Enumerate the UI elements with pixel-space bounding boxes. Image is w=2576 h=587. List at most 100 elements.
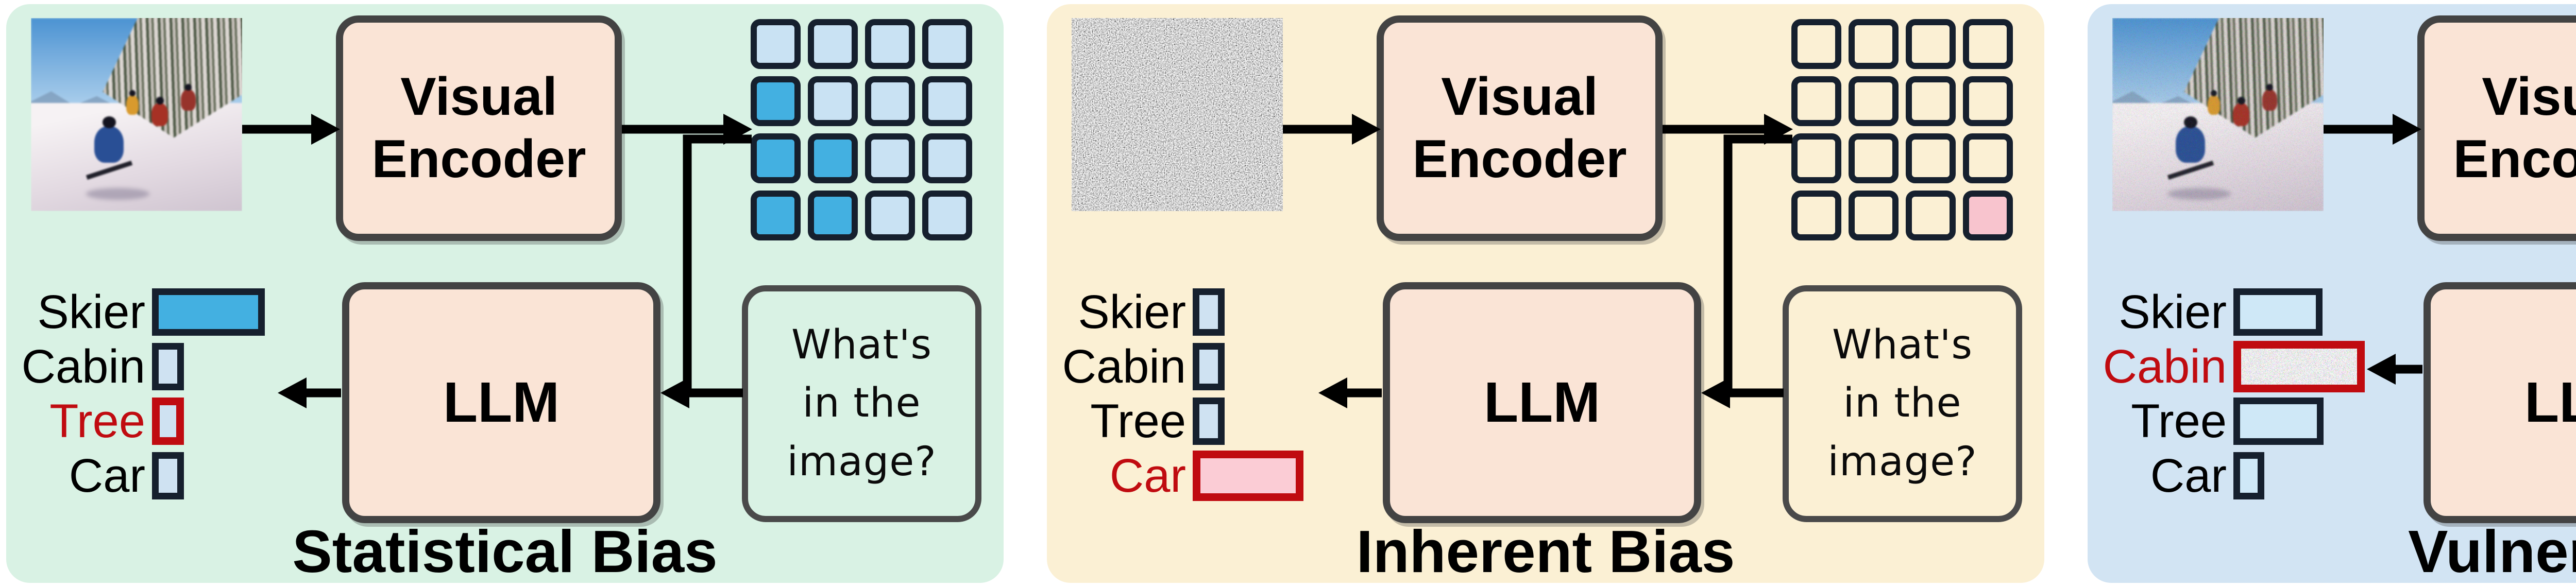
visual-encoder-label-line2: Encoder (2453, 129, 2576, 189)
question-line2: in the (802, 380, 921, 427)
input-image-adversarial-skier (2112, 18, 2324, 211)
answer-bar-noise (2233, 341, 2365, 392)
arrowhead-encoder-to-tokens (1764, 114, 1793, 145)
answer-row-car: Car (2088, 451, 2264, 500)
llm-label: LLM (443, 371, 560, 435)
vision-token (922, 191, 972, 240)
vision-token (751, 76, 801, 126)
vision-token (1791, 191, 1841, 240)
visual-encoder-label-line2: Encoder (371, 129, 586, 189)
answer-row-tree: Tree (2088, 396, 2324, 446)
question-line1: What's (791, 322, 933, 369)
vision-token (808, 133, 858, 183)
llm-box: LLM (1383, 282, 1701, 523)
vision-token (1791, 76, 1841, 126)
skier-figure-blue (86, 116, 132, 180)
answer-bar (1193, 343, 1225, 390)
arrowhead-encoder-to-tokens (723, 114, 752, 145)
answer-row-cabin: Cabin (1047, 342, 1225, 391)
vision-token (808, 19, 858, 69)
answer-bar (1193, 451, 1303, 501)
adversarial-noise-overlay (2112, 18, 2324, 211)
question-box: What's in the image? (742, 285, 981, 522)
vision-token-grid (751, 19, 972, 240)
input-image-gray-noise (1072, 18, 1283, 211)
answer-bar (2233, 398, 2324, 445)
vision-token (1791, 133, 1841, 183)
vision-token (922, 133, 972, 183)
answer-row-skier: Skier (1047, 287, 1225, 337)
vision-token (1906, 133, 1956, 183)
vision-token (1849, 19, 1899, 69)
answer-bar (152, 343, 184, 390)
answer-label: Skier (1078, 286, 1186, 338)
vision-token (1791, 19, 1841, 69)
answer-row-car: Car (6, 451, 184, 500)
panel-vulnerability: Visual Encoder LLM What's in the image? (2088, 4, 2576, 585)
question-line1: What's (1832, 322, 1973, 369)
skier-photo-art (31, 18, 242, 211)
arrowhead-llm-to-answer (2367, 354, 2396, 385)
vision-token (808, 191, 858, 240)
visual-encoder-box: Visual Encoder (336, 15, 622, 241)
arrowhead-into-llm (660, 377, 689, 408)
gray-noise-art (1072, 18, 1283, 211)
vision-token (1963, 191, 2013, 240)
arrowhead-llm-to-answer (278, 377, 307, 408)
photo-shadow (86, 188, 149, 200)
answer-row-car: Car (1047, 450, 1303, 502)
llm-label: LLM (1483, 371, 1600, 435)
vision-token (865, 191, 915, 240)
vision-token (751, 191, 801, 240)
panel-statistical-bias: Visual Encoder LLM What's in the image? … (6, 4, 1004, 585)
answer-label: Car (1109, 450, 1186, 502)
input-image-skier-photo (31, 18, 242, 211)
answer-row-tree: Tree (6, 396, 184, 446)
answer-label: Cabin (2103, 340, 2227, 393)
panel-inherent-bias: Visual Encoder LLM What's in the image? … (1047, 4, 2044, 585)
answer-label: Tree (49, 395, 145, 447)
answer-label: Skier (37, 286, 145, 338)
answer-bar (1193, 288, 1225, 336)
visual-encoder-box: Visual Encoder (1377, 15, 1663, 241)
panel-title: Inherent Bias (1356, 518, 1735, 585)
answer-label: Cabin (1062, 340, 1186, 393)
skier-figure-yellow (126, 90, 139, 115)
question-line2: in the (1843, 380, 1962, 427)
vision-token (865, 76, 915, 126)
answer-bar (152, 398, 184, 445)
vision-token (1963, 133, 2013, 183)
llm-box: LLM (2424, 282, 2576, 523)
answer-bar (152, 288, 265, 336)
answer-bar (152, 452, 184, 499)
vision-token (1963, 19, 2013, 69)
vision-token (1849, 191, 1899, 240)
answer-row-tree: Tree (1047, 396, 1225, 446)
panel-title: Statistical Bias (292, 518, 718, 585)
vision-token-grid (1791, 19, 2013, 240)
vision-token (922, 76, 972, 126)
answer-label: Skier (2119, 286, 2227, 338)
answer-bar (2233, 452, 2264, 499)
answer-row-skier: Skier (2088, 287, 2323, 337)
answer-label: Tree (2131, 395, 2227, 447)
vision-token (751, 19, 801, 69)
skier-figure-red-2 (181, 84, 196, 111)
vision-token (865, 19, 915, 69)
vision-token (1963, 76, 2013, 126)
answer-bar (1193, 398, 1225, 445)
skier-figure-red-1 (151, 97, 168, 126)
answer-label: Tree (1090, 395, 1186, 447)
vision-token (922, 19, 972, 69)
llm-label: LLM (2524, 371, 2576, 435)
bar-noise-art (2241, 349, 2357, 385)
vision-token (751, 133, 801, 183)
llm-box: LLM (342, 282, 660, 523)
vision-token (1849, 133, 1899, 183)
arrowhead-into-llm (1701, 377, 1730, 408)
answer-row-skier: Skier (6, 287, 265, 337)
visual-encoder-label-line1: Visual (2482, 67, 2576, 127)
answer-label: Car (69, 450, 145, 502)
vision-token (1849, 76, 1899, 126)
answer-row-cabin: Cabin (2088, 340, 2365, 393)
